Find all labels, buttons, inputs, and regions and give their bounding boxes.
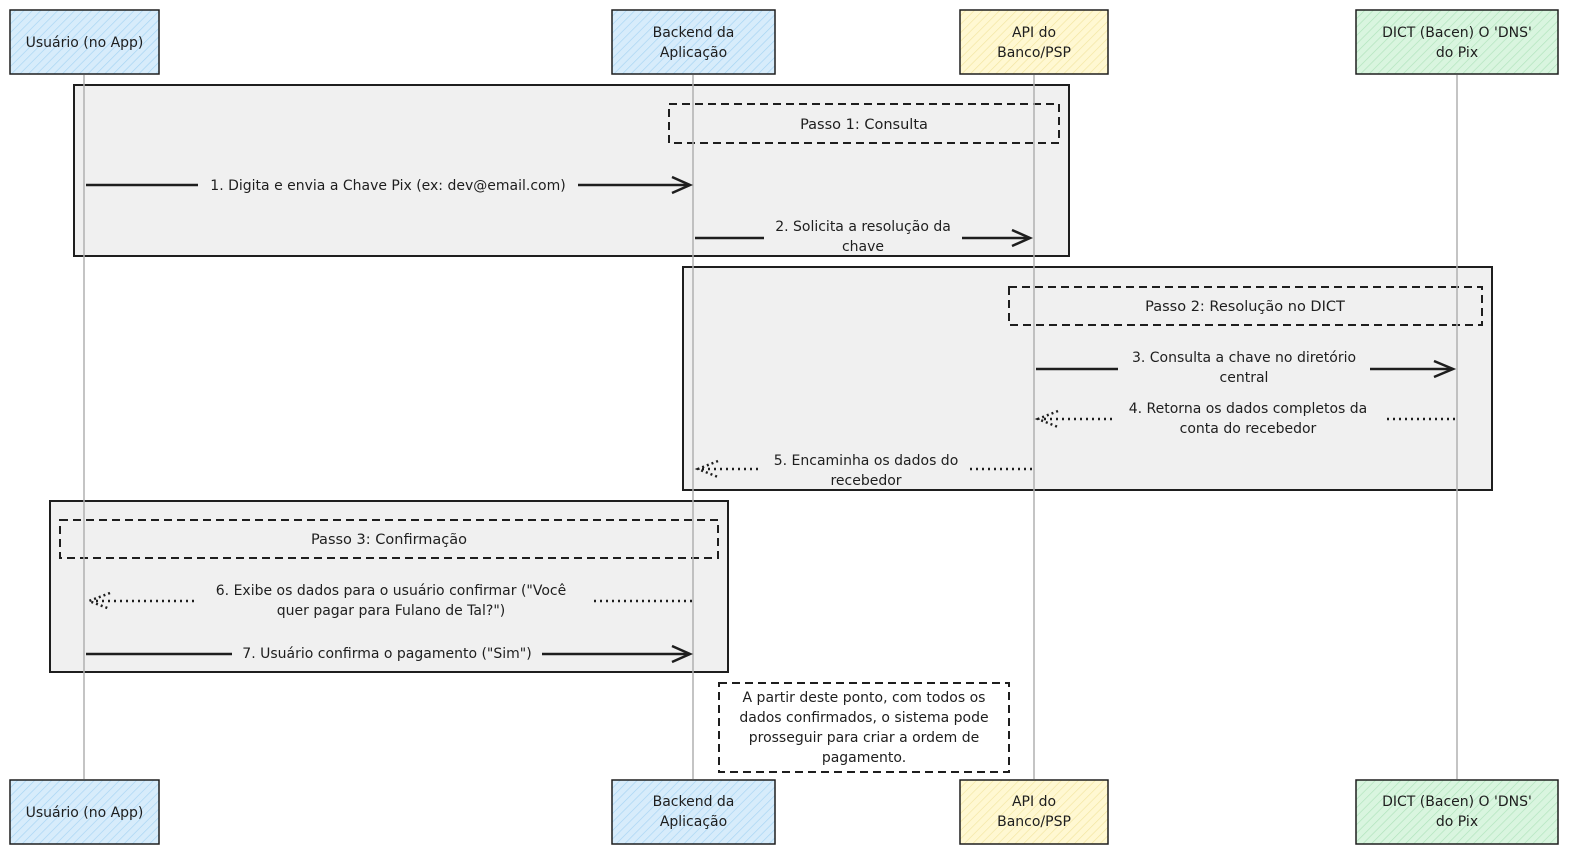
participant-backend-bottom-label-1: Backend da	[653, 794, 735, 810]
participant-dict-top-label-1: DICT (Bacen) O 'DNS'	[1382, 25, 1532, 41]
message-1: 1. Digita e envia a Chave Pix (ex: dev@e…	[86, 175, 694, 195]
message-3-label-1: 3. Consulta a chave no diretório	[1132, 350, 1356, 366]
participant-user-top: Usuário (no App)	[9, 9, 160, 75]
participant-backend-top-label-2: Aplicação	[660, 45, 727, 61]
message-4-label-1: 4. Retorna os dados completos da	[1129, 401, 1368, 417]
step-group-1: Passo 1: Consulta	[73, 84, 1070, 257]
participant-user-bottom-label: Usuário (no App)	[26, 805, 144, 821]
arrowhead-right-icon	[671, 644, 694, 664]
message-7: 7. Usuário confirma o pagamento ("Sim")	[86, 644, 694, 664]
participant-backend-bottom: Backend da Aplicação	[611, 779, 776, 845]
arrowhead-left-icon	[1034, 409, 1059, 429]
participant-backend-bottom-label-2: Aplicação	[660, 814, 727, 830]
step-title-3: Passo 3: Confirmação	[311, 532, 467, 548]
message-6: 6. Exibe os dados para o usuário confirm…	[85, 583, 692, 619]
message-2-label-1: 2. Solicita a resolução da	[775, 219, 951, 235]
participant-dict-bottom-label-1: DICT (Bacen) O 'DNS'	[1382, 794, 1532, 810]
step-group-2: Passo 2: Resolução no DICT	[682, 266, 1493, 491]
message-5: 5. Encaminha os dados do recebedor	[694, 453, 1032, 489]
message-3: 3. Consulta a chave no diretório central	[1036, 350, 1457, 386]
step-title-2: Passo 2: Resolução no DICT	[1145, 299, 1345, 315]
message-2: 2. Solicita a resolução da chave	[695, 219, 1034, 255]
participant-backend-top-label-1: Backend da	[653, 25, 735, 41]
note-line-3: prosseguir para criar a ordem de	[749, 730, 980, 746]
step-group-3: Passo 3: Confirmação	[49, 500, 729, 673]
message-3-label-2: central	[1220, 370, 1269, 386]
participant-dict-bottom-label-2: do Pix	[1436, 814, 1478, 830]
note-line-4: pagamento.	[822, 750, 906, 766]
note-line-2: dados confirmados, o sistema pode	[739, 710, 988, 726]
participant-dict-top-label-2: do Pix	[1436, 45, 1478, 61]
message-5-label-1: 5. Encaminha os dados do	[774, 453, 959, 469]
step-title-1: Passo 1: Consulta	[800, 117, 928, 133]
participant-api-bottom-label-1: API do	[1012, 794, 1056, 810]
message-4: 4. Retorna os dados completos da conta d…	[1034, 401, 1455, 437]
participant-api-top-label-1: API do	[1012, 25, 1056, 41]
participant-user-bottom: Usuário (no App)	[9, 779, 160, 845]
message-2-label-2: chave	[842, 239, 884, 255]
message-6-label-2: quer pagar para Fulano de Tal?")	[277, 603, 505, 619]
participant-api-top-label-2: Banco/PSP	[997, 45, 1071, 61]
note-line-1: A partir deste ponto, com todos os	[743, 690, 986, 706]
message-6-label-1: 6. Exibe os dados para o usuário confirm…	[216, 583, 566, 599]
participant-dict-top: DICT (Bacen) O 'DNS' do Pix	[1355, 9, 1559, 75]
arrowhead-right-icon	[1011, 228, 1034, 248]
arrowhead-right-icon	[1433, 359, 1457, 379]
participant-user-top-label: Usuário (no App)	[26, 35, 144, 51]
arrowhead-right-icon	[671, 175, 694, 195]
arrowhead-left-icon	[694, 459, 719, 479]
participant-api-bottom: API do Banco/PSP	[959, 779, 1109, 845]
participant-api-bottom-label-2: Banco/PSP	[997, 814, 1071, 830]
participant-backend-top: Backend da Aplicação	[611, 9, 776, 75]
participant-api-top: API do Banco/PSP	[959, 9, 1109, 75]
message-4-label-2: conta do recebedor	[1180, 421, 1317, 437]
note-box: A partir deste ponto, com todos os dados…	[718, 682, 1010, 773]
participant-dict-bottom: DICT (Bacen) O 'DNS' do Pix	[1355, 779, 1559, 845]
message-5-label-2: recebedor	[830, 473, 901, 489]
message-7-label: 7. Usuário confirma o pagamento ("Sim")	[242, 646, 531, 662]
message-1-label: 1. Digita e envia a Chave Pix (ex: dev@e…	[210, 178, 565, 194]
